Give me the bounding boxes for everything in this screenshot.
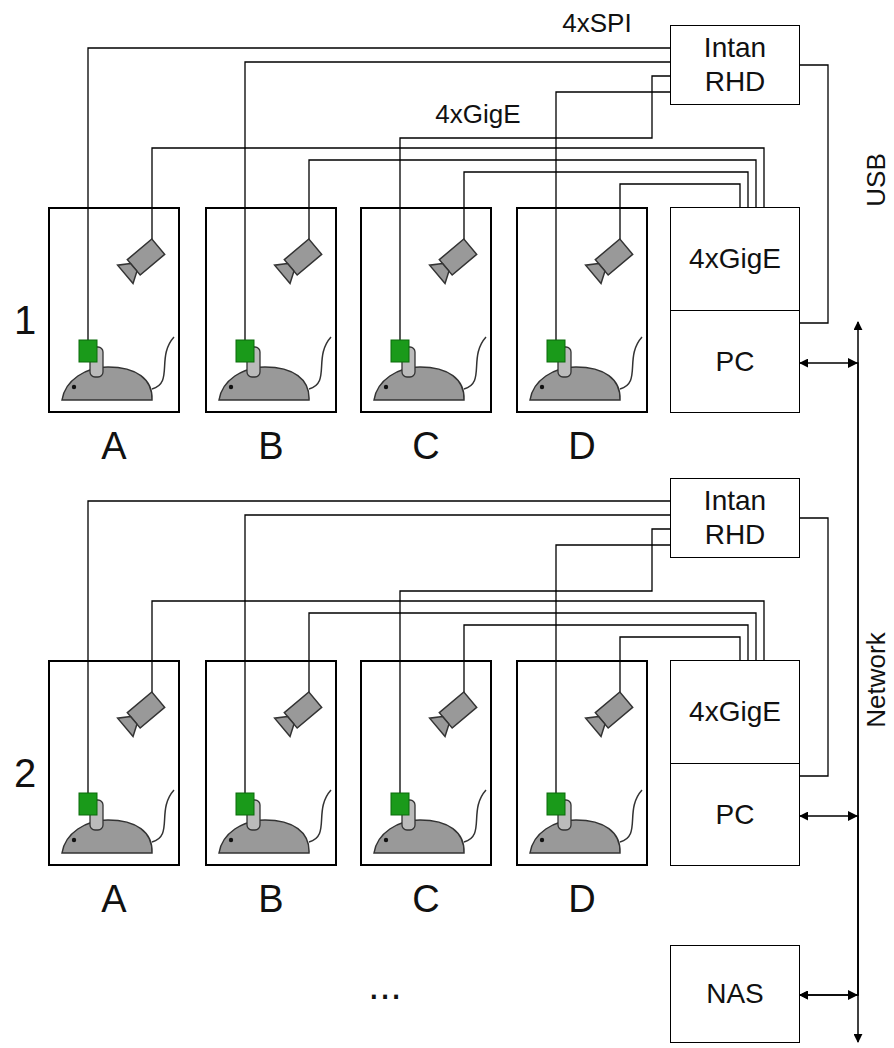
animal-cage: A — [48, 207, 180, 413]
animal-cage: C — [360, 660, 492, 866]
box-label: PC — [716, 345, 755, 379]
wire-connector — [620, 637, 740, 660]
animal-cage: C — [360, 207, 492, 413]
box-label: Intan RHD — [687, 484, 783, 552]
box-label: 4xGigE — [689, 695, 781, 729]
animal-cage: A — [48, 660, 180, 866]
wire-connector — [800, 518, 828, 776]
wire-connector — [464, 172, 748, 207]
wire-connector — [309, 160, 756, 207]
animal-cage: D — [516, 660, 648, 866]
acquisition-box: Intan RHD — [670, 478, 800, 558]
row-number: 2 — [14, 750, 36, 796]
computer-box: PC — [670, 763, 800, 866]
ellipsis: ... — [368, 962, 401, 1008]
cage-letter: C — [362, 425, 490, 467]
wire-label: 4xSPI — [562, 9, 631, 39]
wire-connector — [152, 601, 764, 660]
network-card-box: 4xGigE — [670, 207, 800, 311]
cage-letter: C — [362, 878, 490, 920]
cage-letter: B — [207, 878, 335, 920]
connector-label: USB — [862, 153, 892, 206]
box-label: 4xGigE — [689, 242, 781, 276]
animal-cage: B — [205, 660, 337, 866]
cage-letter: D — [518, 425, 646, 467]
wire-connector — [400, 529, 670, 660]
wire-connector — [152, 148, 764, 207]
row-number: 1 — [14, 297, 36, 343]
wire-connector — [800, 65, 828, 323]
cage-letter: B — [207, 425, 335, 467]
cage-letter: D — [518, 878, 646, 920]
bus-label: Network — [862, 632, 892, 727]
box-label: PC — [716, 798, 755, 832]
wire-connector — [309, 613, 756, 660]
network-card-box: 4xGigE — [670, 660, 800, 764]
wire-connector — [464, 625, 748, 660]
wire-label: 4xGigE — [435, 100, 520, 130]
storage-box: NAS — [670, 945, 800, 1043]
animal-cage: D — [516, 207, 648, 413]
box-label: NAS — [706, 977, 764, 1011]
cage-letter: A — [50, 425, 178, 467]
animal-cage: B — [205, 207, 337, 413]
wire-connector — [620, 184, 740, 207]
box-label: Intan RHD — [687, 31, 783, 99]
wire-connector — [400, 76, 670, 207]
cage-letter: A — [50, 878, 178, 920]
wire-connector — [556, 92, 670, 207]
wire-connector — [800, 363, 858, 995]
wire-connector — [556, 545, 670, 660]
wire-connector — [88, 501, 670, 660]
wire-connector — [88, 48, 670, 207]
computer-box: PC — [670, 310, 800, 413]
acquisition-box: Intan RHD — [670, 25, 800, 105]
wire-connector — [800, 816, 858, 995]
